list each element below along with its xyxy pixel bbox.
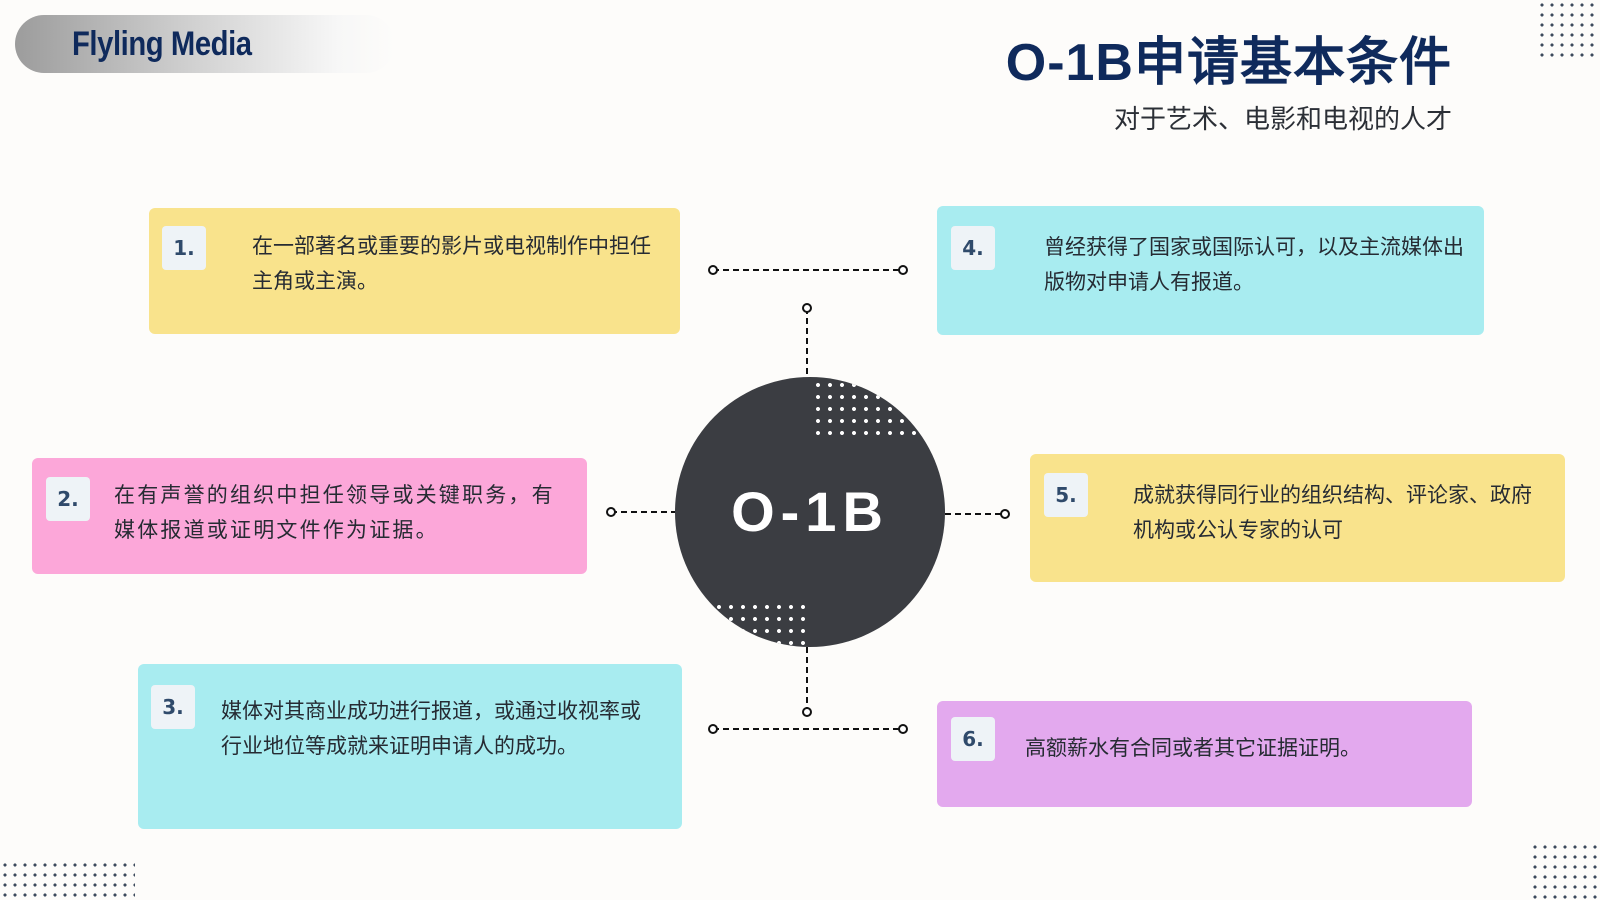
connector-node [898, 265, 908, 275]
decorative-dot-grid-bottom-right [1530, 842, 1600, 900]
card-number-badge: 6. [951, 717, 995, 761]
card-number-badge: 4. [951, 226, 995, 270]
card-text: 媒体对其商业成功进行报道，或通过收视率或行业地位等成就来证明申请人的成功。 [221, 699, 641, 758]
criteria-card-3: 3. 媒体对其商业成功进行报道，或通过收视率或行业地位等成就来证明申请人的成功。 [138, 664, 682, 829]
connector-node [606, 507, 616, 517]
connector-node [708, 265, 718, 275]
criteria-card-4: 4. 曾经获得了国家或国际认可，以及主流媒体出版物对申请人有报道。 [937, 206, 1484, 335]
criteria-card-2: 2. 在有声誉的组织中担任领导或关键职务，有媒体报道或证明文件作为证据。 [32, 458, 587, 574]
criteria-card-1: 1. 在一部著名或重要的影片或电视制作中担任主角或主演。 [149, 208, 680, 334]
card-text: 成就获得同行业的组织结构、评论家、政府机构或公认专家的认可 [1133, 483, 1532, 542]
brand-pill [15, 15, 395, 73]
hub-label: O-1B [731, 480, 889, 543]
connector-node [802, 303, 812, 313]
criteria-card-6: 6. 高额薪水有合同或者其它证据证明。 [937, 701, 1472, 807]
page-title: O-1B申请基本条件 [1005, 34, 1452, 92]
connector-node [898, 724, 908, 734]
page-subtitle: 对于艺术、电影和电视的人才 [1113, 105, 1452, 135]
card-number-badge: 2. [46, 477, 90, 521]
connector-node [1000, 509, 1010, 519]
card-text: 在有声誉的组织中担任领导或关键职务，有媒体报道或证明文件作为证据。 [114, 483, 555, 542]
card-text: 高额薪水有合同或者其它证据证明。 [1025, 736, 1361, 760]
decorative-dot-grid-bottom-left [0, 860, 135, 900]
hub-dot-pattern-top [810, 377, 945, 439]
hub-dot-pattern-bottom [675, 597, 810, 647]
card-text: 在一部著名或重要的影片或电视制作中担任主角或主演。 [252, 234, 651, 293]
criteria-card-5: 5. 成就获得同行业的组织结构、评论家、政府机构或公认专家的认可 [1030, 454, 1565, 582]
brand-name: Flyling Media [72, 25, 252, 63]
connector-node [708, 724, 718, 734]
center-hub: O-1B [675, 377, 945, 647]
decorative-dot-grid-top-right [1537, 0, 1597, 60]
card-text: 曾经获得了国家或国际认可，以及主流媒体出版物对申请人有报道。 [1044, 235, 1464, 294]
connector-node [802, 707, 812, 717]
card-number-badge: 1. [162, 226, 206, 270]
card-number-badge: 5. [1044, 473, 1088, 517]
card-number-badge: 3. [151, 685, 195, 729]
